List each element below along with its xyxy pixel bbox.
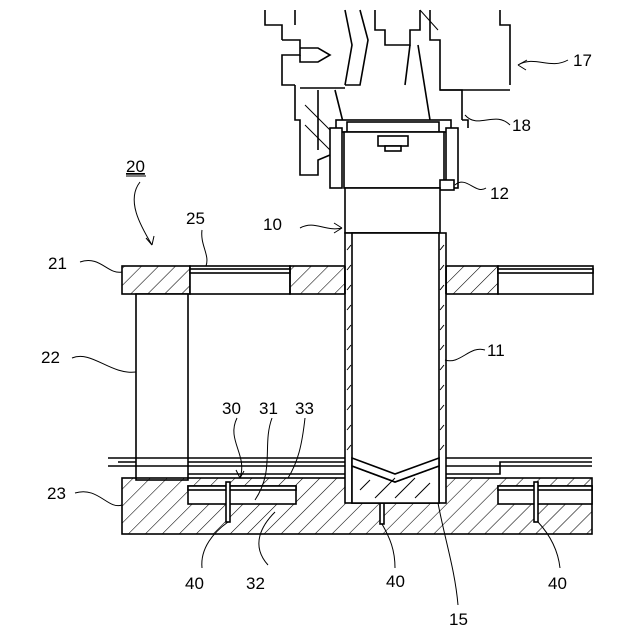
label-23: 23 [47, 484, 66, 503]
label-18: 18 [512, 116, 531, 135]
label-10: 10 [263, 215, 282, 234]
label-15: 15 [449, 610, 468, 629]
label-11: 11 [487, 341, 505, 360]
label-22: 22 [41, 348, 60, 367]
label-21: 21 [48, 254, 67, 273]
label-33: 33 [295, 399, 314, 418]
label-20: 20 [126, 157, 145, 176]
label-40-left: 40 [185, 574, 204, 593]
labels: 17 18 12 10 20 25 21 22 11 30 31 33 23 4… [41, 51, 592, 629]
label-30: 30 [222, 399, 241, 418]
cap-12 [330, 120, 486, 233]
label-40-right: 40 [548, 574, 567, 593]
label-25: 25 [186, 209, 205, 228]
label-40-center: 40 [386, 572, 405, 591]
plate-assembly-20 [72, 182, 593, 568]
label-31: 31 [259, 399, 278, 418]
label-17: 17 [573, 51, 592, 70]
label-12: 12 [490, 184, 509, 203]
label-32: 32 [246, 574, 265, 593]
